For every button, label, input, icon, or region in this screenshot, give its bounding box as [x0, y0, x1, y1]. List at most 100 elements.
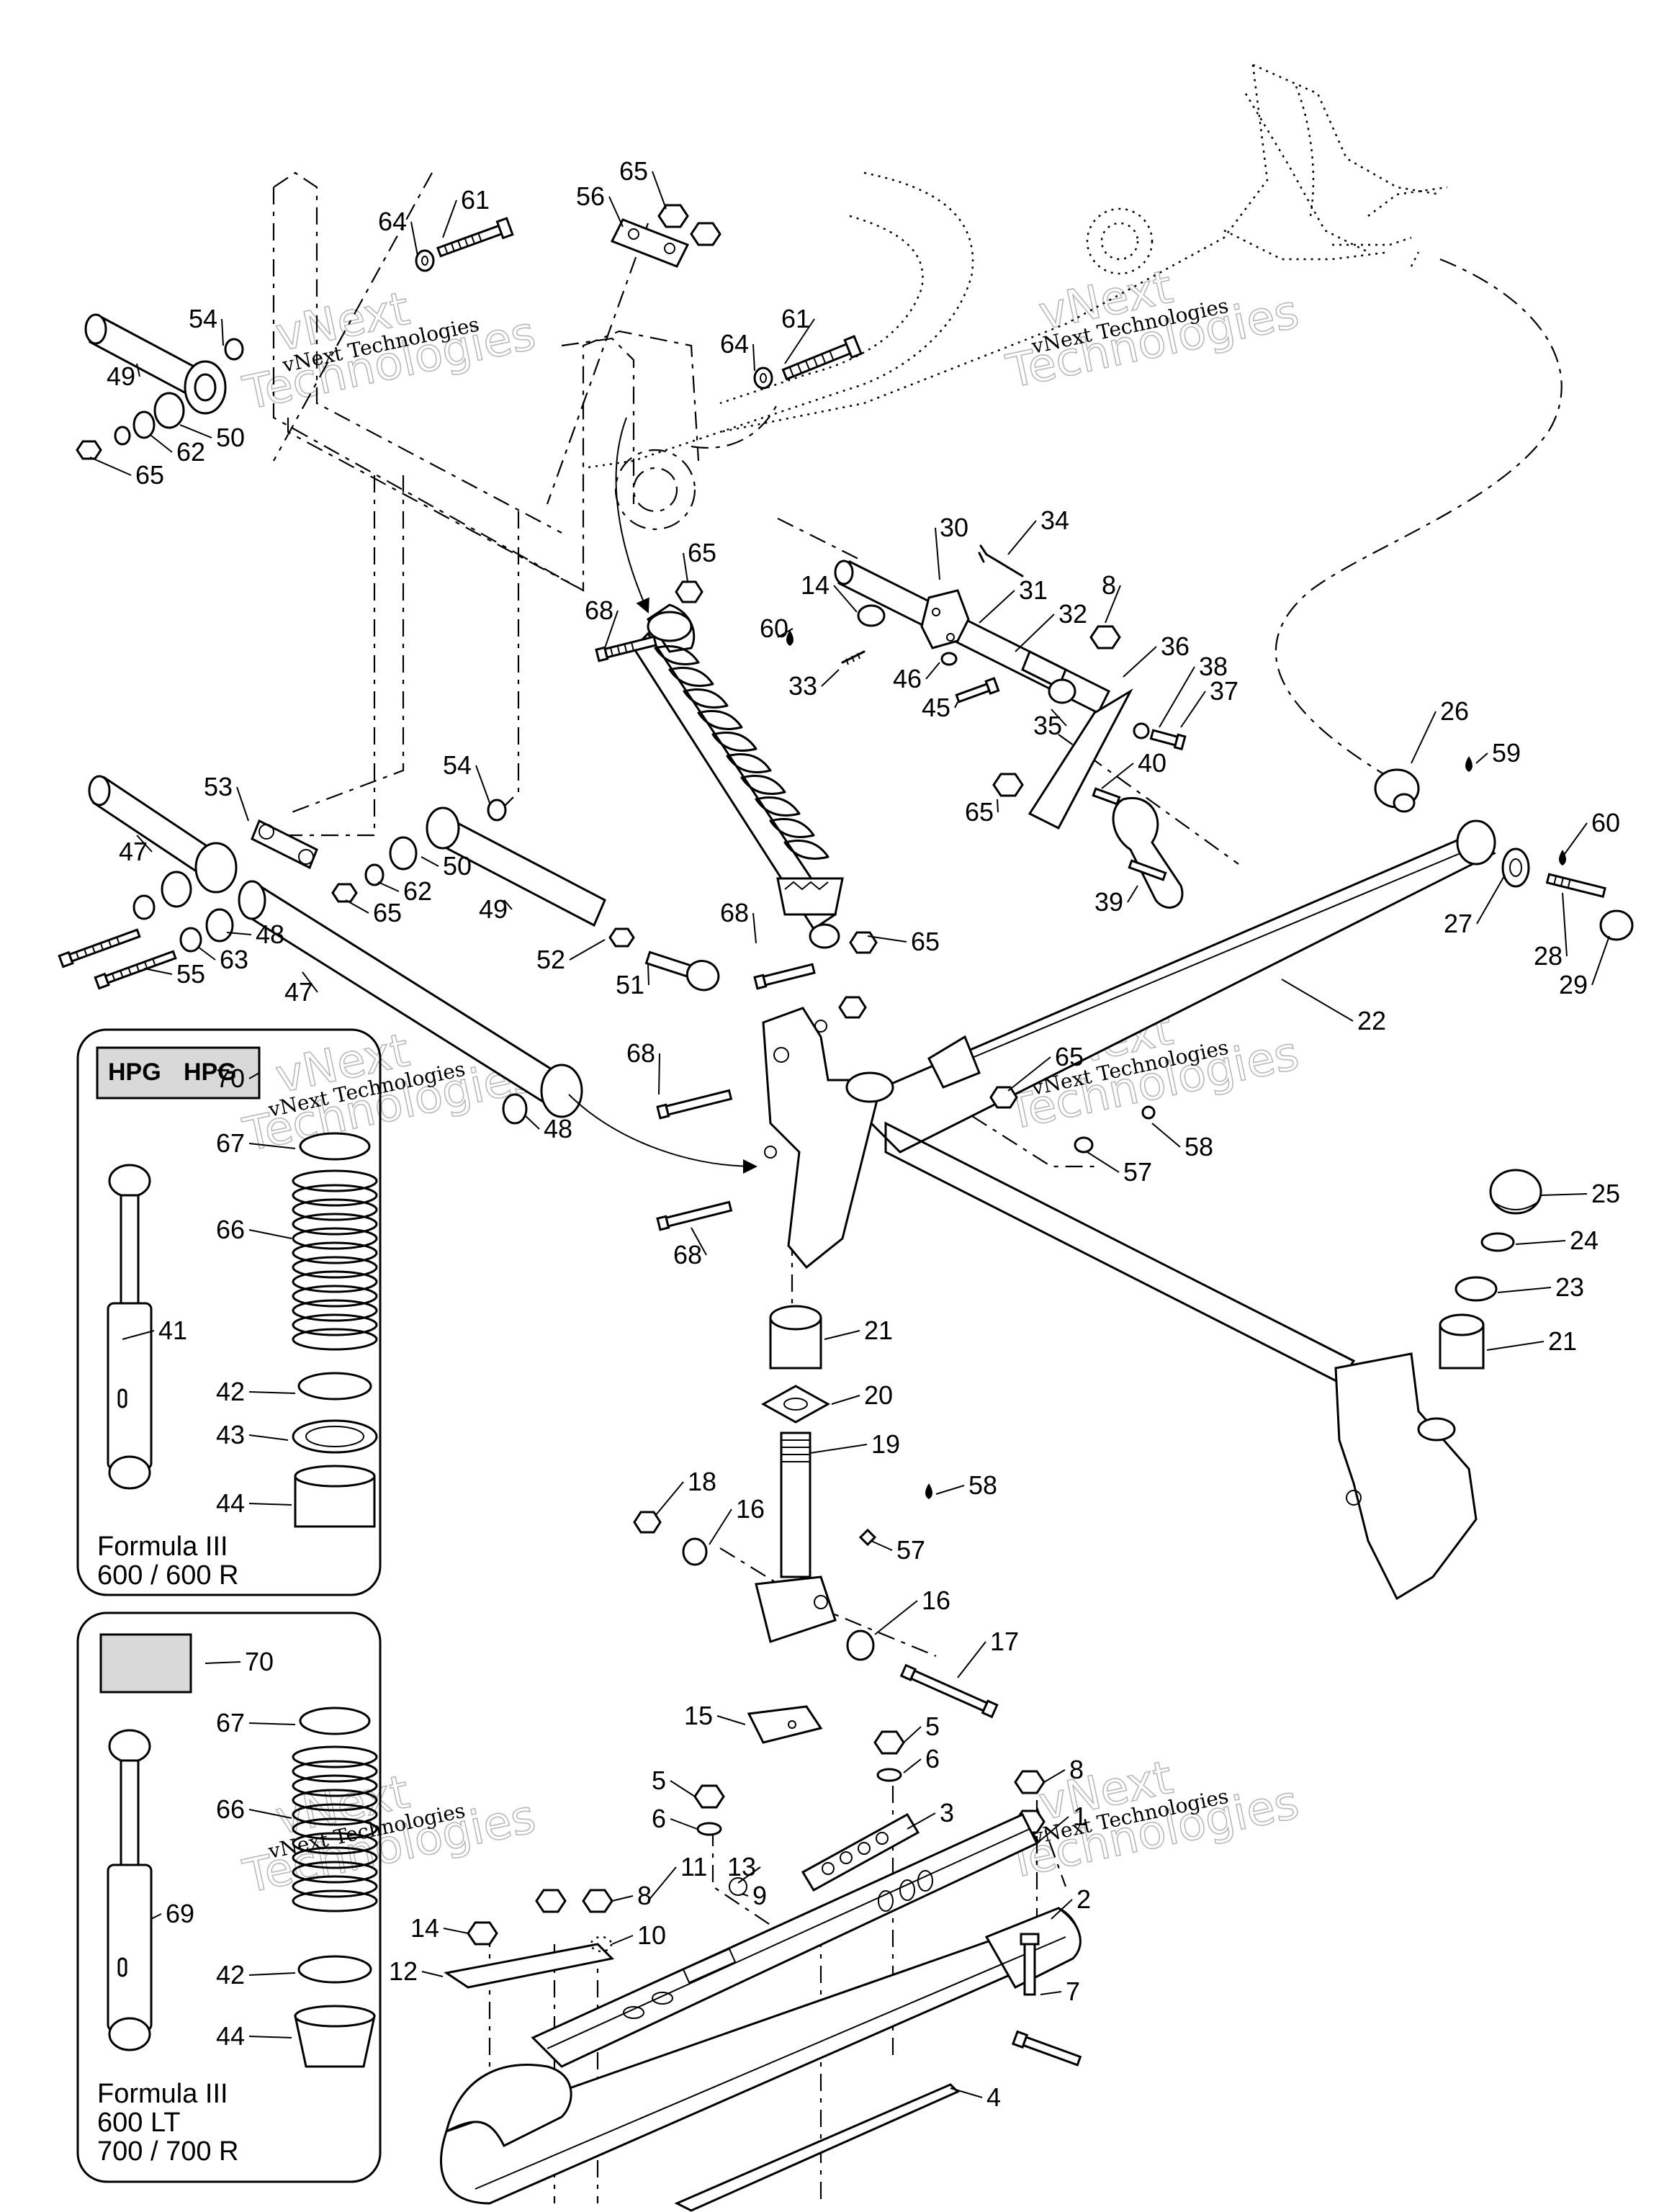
callout-62-leader	[150, 435, 173, 453]
callout-49: 49	[107, 361, 135, 391]
callout-4: 4	[986, 2082, 1001, 2112]
callout-65-leader	[652, 171, 667, 210]
callout-64-leader	[752, 343, 755, 372]
callout-10: 10	[637, 1920, 666, 1950]
callout-19-leader	[809, 1444, 868, 1454]
callout-15-leader	[716, 1715, 746, 1725]
callout-65-leader	[867, 935, 907, 943]
callout-58: 58	[1184, 1132, 1213, 1161]
callout-31: 31	[1019, 575, 1048, 605]
inset-box-formula-600: HPG HPG Formu	[76, 1028, 382, 1596]
callout-47: 47	[119, 837, 148, 866]
callout-50: 50	[216, 423, 245, 452]
inset-callout-67: 67	[216, 1128, 245, 1158]
callout-18: 18	[688, 1467, 716, 1496]
callout-37-leader	[1180, 691, 1206, 728]
callout-54: 54	[443, 750, 472, 780]
callout-65: 65	[373, 898, 402, 927]
callout-16: 16	[736, 1494, 765, 1524]
inset-callout-67-leader	[248, 1143, 296, 1149]
callout-45: 45	[922, 693, 950, 722]
callout-14-leader	[833, 585, 858, 613]
callout-5-leader	[903, 1726, 922, 1743]
callout-65-leader	[345, 899, 369, 914]
inset-callout-66-leader	[248, 1809, 292, 1819]
callout-60-leader	[1562, 822, 1588, 858]
callout-23-leader	[1497, 1287, 1552, 1293]
callout-7: 7	[1066, 1977, 1080, 2006]
callout-55-leader	[143, 968, 173, 975]
callout-65-leader	[89, 457, 132, 476]
callout-19: 19	[871, 1429, 900, 1459]
callout-8-leader	[611, 1895, 634, 1902]
callout-3: 3	[940, 1798, 954, 1827]
callout-65: 65	[688, 538, 716, 567]
callout-46-leader	[925, 662, 940, 680]
callout-15: 15	[684, 1701, 713, 1730]
callout-23: 23	[1555, 1272, 1584, 1302]
callout-53-leader	[236, 786, 249, 822]
callout-61-leader	[784, 318, 815, 364]
callout-5-leader	[670, 1780, 696, 1797]
callout-6-leader	[903, 1758, 922, 1773]
callout-27: 27	[1444, 909, 1473, 938]
callout-52: 52	[536, 945, 565, 974]
inset-callout-44: 44	[216, 2021, 245, 2051]
callout-62-leader	[377, 881, 400, 892]
chassis-frame	[583, 63, 1448, 469]
callout-37: 37	[1210, 676, 1238, 706]
callout-33-leader	[821, 669, 840, 687]
inset-callout-69-leader	[150, 1913, 162, 1920]
callout-5: 5	[925, 1712, 940, 1741]
callout-58-leader	[935, 1485, 965, 1495]
callout-68-leader	[752, 912, 757, 944]
callout-26: 26	[1440, 696, 1469, 726]
callout-8: 8	[1069, 1755, 1084, 1784]
inset-callout-70-leader	[248, 1072, 260, 1079]
callout-12-leader	[421, 1971, 444, 1977]
callout-62: 62	[403, 876, 432, 906]
callout-65: 65	[135, 460, 164, 490]
inset-callout-42: 42	[216, 1960, 245, 1990]
callout-68-leader	[658, 1053, 660, 1095]
inset-caption-line2: 600 LT	[97, 2108, 180, 2138]
callout-13-leader	[737, 1866, 761, 1884]
callout-50-leader	[421, 856, 439, 867]
callout-47-leader	[302, 971, 318, 993]
callout-68: 68	[673, 1240, 702, 1269]
inset-callout-70: 70	[216, 1064, 245, 1093]
ski-assembly	[440, 1730, 1082, 2212]
callout-65-leader	[1007, 1056, 1051, 1092]
callout-47: 47	[284, 977, 313, 1007]
callout-65: 65	[911, 927, 940, 956]
callout-51: 51	[616, 970, 644, 999]
inset-callout-66: 66	[216, 1215, 245, 1244]
callout-58: 58	[968, 1470, 997, 1500]
callout-17-leader	[957, 1641, 986, 1678]
inset-caption-line2: 600 / 600 R	[97, 1560, 238, 1591]
callout-40-leader	[1101, 763, 1134, 789]
inset-callout-70: 70	[245, 1647, 274, 1676]
inset-callout-42: 42	[216, 1377, 245, 1406]
callout-2: 2	[1076, 1884, 1091, 1914]
callout-58-leader	[1151, 1123, 1181, 1148]
callout-25-leader	[1540, 1193, 1588, 1196]
callout-64: 64	[720, 329, 749, 359]
inset-callout-44: 44	[216, 1488, 245, 1518]
callout-26-leader	[1411, 711, 1437, 764]
callout-65: 65	[965, 797, 994, 827]
callout-49-leader	[136, 363, 140, 377]
callout-60: 60	[1591, 808, 1620, 837]
callout-7-leader	[1040, 1991, 1062, 1995]
callout-49: 49	[479, 894, 508, 924]
callout-12: 12	[389, 1956, 418, 1986]
inset-caption-line1: Formula III	[97, 1532, 228, 1562]
callout-68-leader	[691, 1227, 707, 1256]
inset-callout-43-leader	[248, 1434, 289, 1441]
callout-63-leader	[197, 946, 216, 961]
decal-text: HPG	[108, 1058, 161, 1086]
callout-9-leader	[741, 1893, 749, 1897]
callout-16-leader	[709, 1509, 732, 1545]
callout-38-leader	[1159, 666, 1195, 728]
callout-17: 17	[990, 1627, 1019, 1656]
